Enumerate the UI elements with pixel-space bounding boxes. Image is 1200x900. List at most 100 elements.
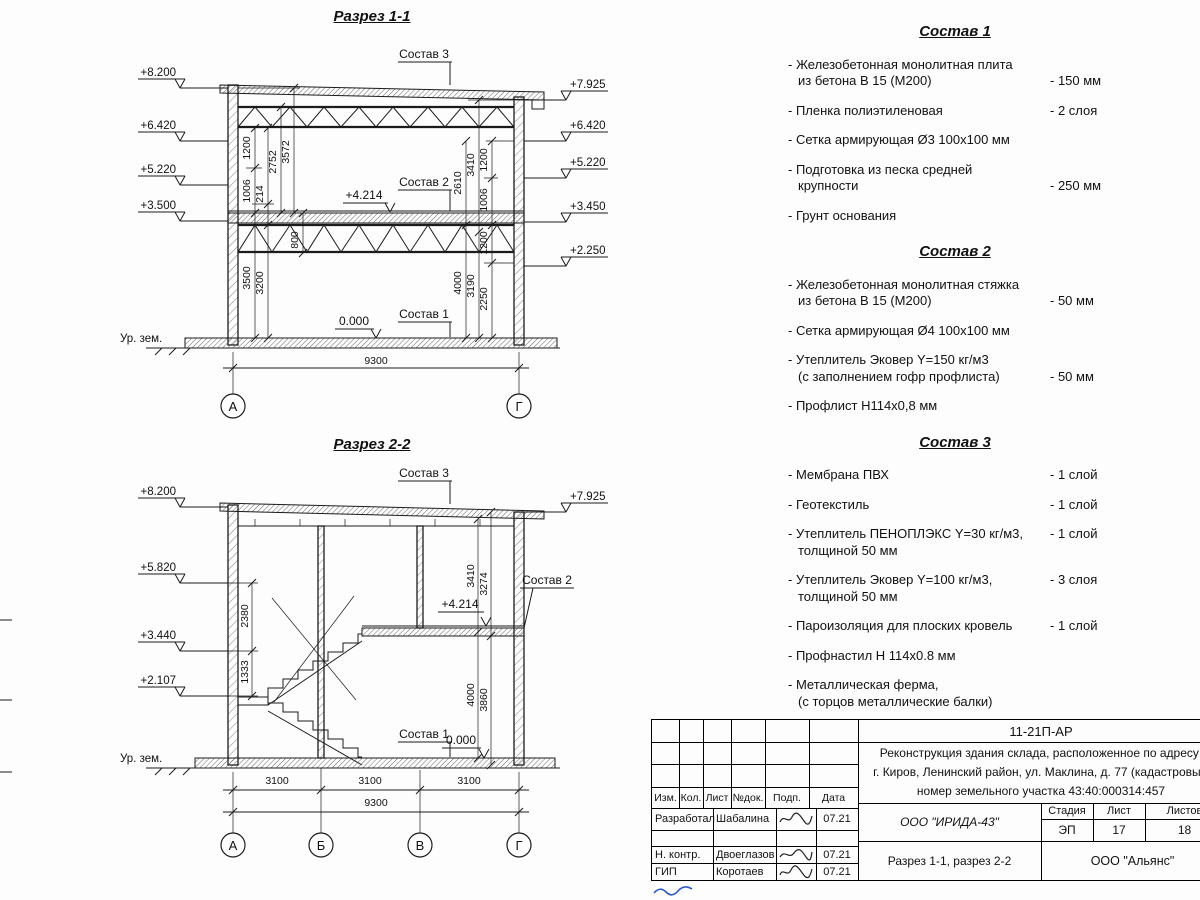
sheet-frame-ticks <box>0 619 12 773</box>
callout-label: Состав 3 <box>399 466 449 480</box>
contractor-org: ООО "Альянс" <box>1090 853 1175 868</box>
elevation-label: +2.107 <box>141 675 177 687</box>
dim-label: 214 <box>254 185 266 203</box>
dim-label: 3100 <box>358 775 382 787</box>
axis-bubble-label: А <box>229 399 238 414</box>
axis-bubble-label: Г <box>515 399 522 414</box>
wall-inner-v <box>416 525 424 629</box>
sheet-label: Лист <box>1107 805 1131 817</box>
composition-line: толщиной 50 мм <box>798 588 898 604</box>
section2-linework <box>138 480 608 858</box>
document-code: 11-21П-АР <box>1009 723 1073 739</box>
elevation-label: +5.820 <box>141 562 177 574</box>
elevation-flags-left <box>138 78 228 222</box>
mid-slab <box>361 627 525 637</box>
roof-slab <box>219 502 545 520</box>
composition-item: - Утеплитель Эковер Y=100 кг/м3, толщино… <box>788 572 1122 605</box>
elevation-flags-left <box>138 497 228 697</box>
composition-line: - Утеплитель Эковер Y=150 кг/м3 <box>788 352 989 367</box>
ground-level-label: Ур. зем. <box>120 333 162 345</box>
composition-line: (с заполнением гофр профлиста) <box>798 368 1000 384</box>
composition-line: крупности <box>798 178 859 193</box>
composition-item: - Сетка армирующая Ø3 100х100 мм <box>788 132 1122 149</box>
composition-value: - 50 мм <box>1050 368 1094 384</box>
dim-label: 1200 <box>241 136 253 160</box>
elevation-label: +8.200 <box>141 67 177 79</box>
section2-title: Разрез 2-2 <box>333 436 411 453</box>
composition-line: (с торцов металлические балки) <box>798 693 993 709</box>
col-ndok: №док. <box>732 791 764 804</box>
elevation-label: +8.200 <box>141 486 177 498</box>
dim-label: 1006 <box>478 188 490 212</box>
composition-item: - Профнастил Н 114х0.8 мм <box>788 648 1122 665</box>
axis-bubble <box>220 832 246 858</box>
composition-line: - Грунт основания <box>788 207 897 223</box>
composition-item: - Грунт основания <box>788 208 1122 225</box>
composition-value: - 2 слоя <box>1050 102 1098 118</box>
composition-line: - Профнастил Н 114х0.8 мм <box>788 647 956 663</box>
row-date: 07.21 <box>823 813 851 825</box>
ground-slab <box>184 337 558 349</box>
signature <box>776 846 816 863</box>
row-name: Двоеглазов <box>716 848 775 861</box>
ground-slab <box>194 757 556 769</box>
axis-bubble <box>308 832 334 858</box>
composition-value: - 3 слоя <box>1050 572 1098 587</box>
composition-line: - Сетка армирующая Ø3 100х100 мм <box>788 132 1010 147</box>
composition-line: - Подготовка из песка средней <box>788 161 973 177</box>
ground-level-label: Ур. зем. <box>120 753 162 765</box>
composition-value: - 1 слой <box>1050 496 1098 512</box>
composition-line: - Пленка полиэтиленовая <box>788 102 943 118</box>
section1-labels: +8.200 +6.420 +5.220 +3.500 Ур. зем. +7.… <box>120 47 606 414</box>
composition-item: - Утеплитель Эковер Y=150 кг/м3 (с запол… <box>788 352 1122 385</box>
composition-heading: Состав 3 <box>919 433 991 451</box>
composition-item: - Утеплитель ПЕНОПЛЭКС Y=30 кг/м3, толщи… <box>788 526 1122 559</box>
dim-label: 1200 <box>478 148 490 172</box>
dim-label: 4000 <box>465 683 477 707</box>
row-name: Коротаев <box>716 865 764 878</box>
composition-value: - 1 слой <box>1050 467 1098 482</box>
stage-label: Стадия <box>1048 805 1086 817</box>
sheet-value: 17 <box>1112 823 1126 837</box>
elevation-label: +7.925 <box>570 79 606 91</box>
dim-label: 3500 <box>241 266 253 290</box>
composition-line: - Металлическая ферма, <box>788 677 939 692</box>
stair-landing <box>237 696 269 706</box>
elevation-label: +3.440 <box>141 630 177 642</box>
composition-line: - Утеплитель ПЕНОПЛЭКС Y=30 кг/м3, <box>788 526 1024 541</box>
composition-value: - 1 слой <box>1050 526 1098 541</box>
composition-item: - Пароизоляция для плоских кровель - 1 с… <box>788 618 1122 635</box>
callout-label: Состав 2 <box>522 573 572 587</box>
design-org: ООО "ИРИДА-43" <box>900 815 999 829</box>
axis-bubble-label: Г <box>515 838 522 853</box>
dim-label: 1333 <box>239 660 251 684</box>
col-podp: Подп. <box>773 791 801 804</box>
dim-label: 2610 <box>452 171 464 195</box>
composition-item: - Железобетонная монолитная стяжка из бе… <box>788 277 1122 310</box>
dim-label: 3572 <box>280 140 292 164</box>
dim-label: 9300 <box>364 355 388 367</box>
stair-upper-flight <box>267 633 362 697</box>
elevation-label: +3.500 <box>141 200 177 212</box>
axis-bubble <box>506 832 532 858</box>
composition-item: - Сетка армирующая Ø4 100х100 мм <box>788 323 1122 340</box>
callout-label: Состав 1 <box>399 727 449 741</box>
project-description-line: г. Киров, Ленинский район, ул. Маклина, … <box>873 765 1200 779</box>
composition-line: - Геотекстиль <box>788 496 870 512</box>
col-izm: Изм. <box>654 791 677 804</box>
row-date: 07.21 <box>823 865 851 878</box>
composition-item: - Мембрана ПВХ - 1 слой <box>788 467 1122 484</box>
elevation-flags-right <box>524 502 608 513</box>
composition-line: - Железобетонная монолитная стяжка <box>788 276 1020 292</box>
dim-label: 2250 <box>478 287 490 311</box>
composition-line: - Профлист Н114х0,8 мм <box>788 398 938 413</box>
elevation-label: +7.925 <box>570 491 606 503</box>
roof-edge-detail <box>531 99 545 110</box>
title-block: 11-21П-АР Реконструкция здания склада, р… <box>651 719 1200 881</box>
composition-line: - Сетка армирующая Ø4 100х100 мм <box>788 322 1010 338</box>
composition-item: - Металлическая ферма, (с торцов металли… <box>788 677 1122 710</box>
composition-value: - 50 мм <box>1050 293 1094 308</box>
dim-label: 1200 <box>478 231 490 255</box>
callout-label: +4.214 <box>441 597 478 611</box>
callout-label: Состав 1 <box>399 307 449 321</box>
